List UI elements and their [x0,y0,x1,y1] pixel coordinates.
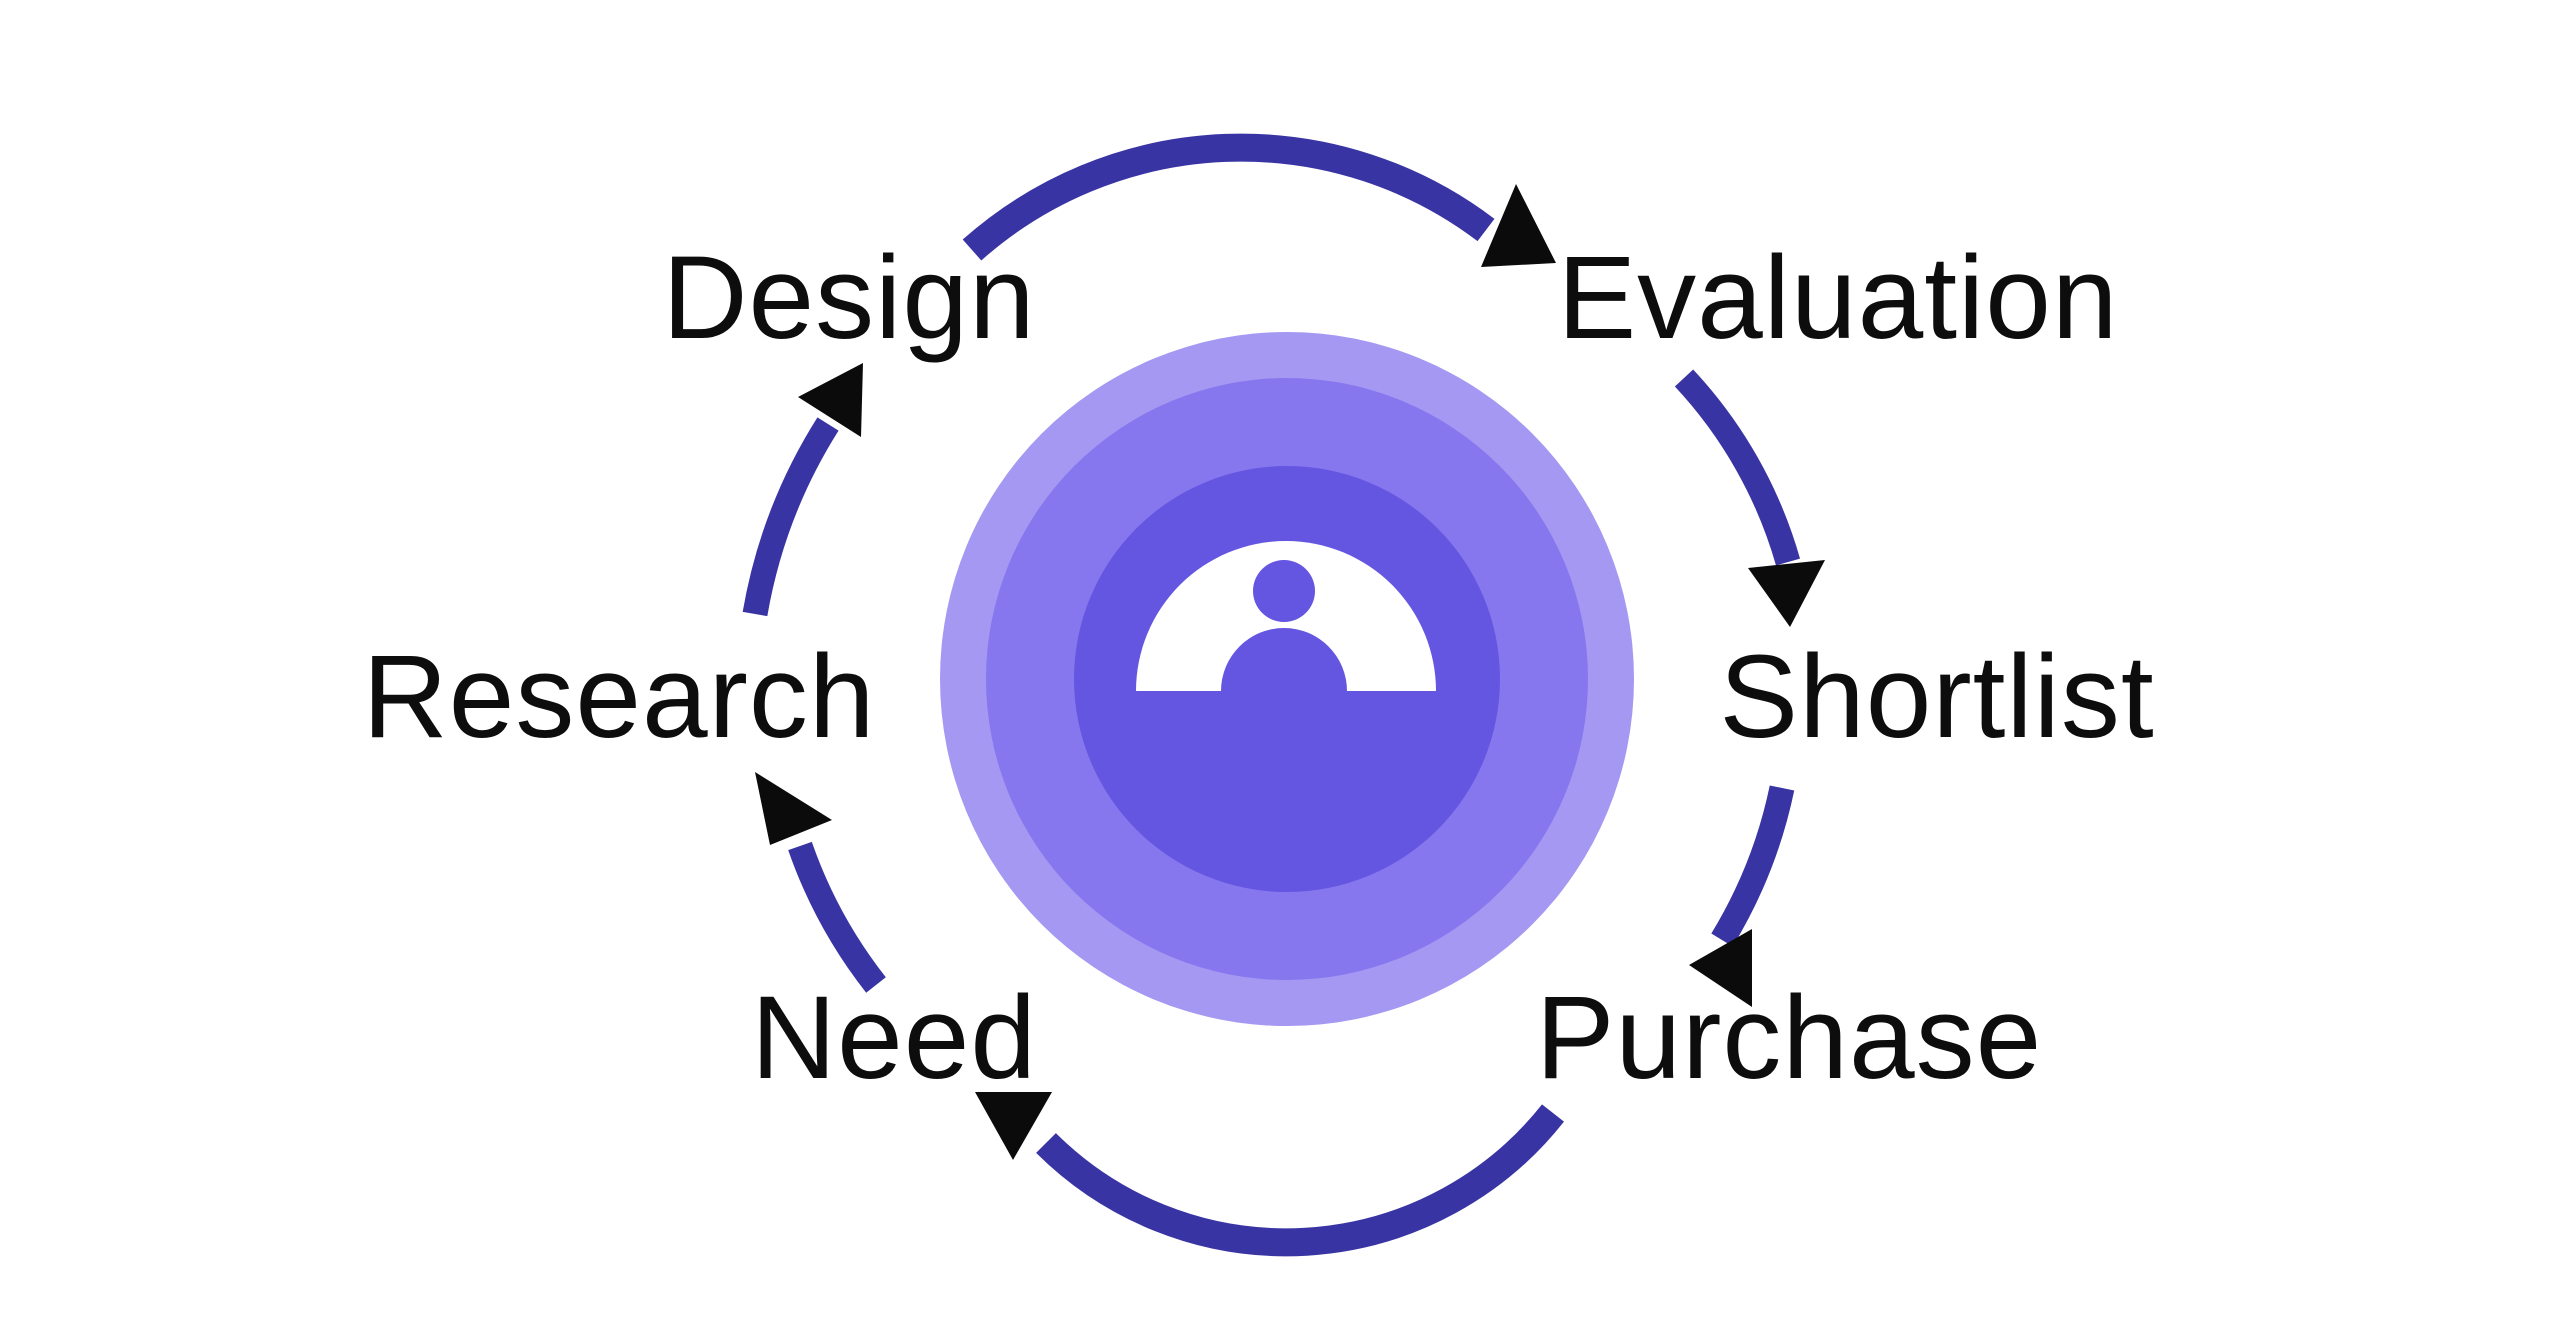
arrowhead-to-evaluation [1481,184,1556,267]
arrow-arc-purchase-to-need [1036,1104,1564,1257]
person-icon-shoulders [1221,628,1347,691]
arrow-arc-shortlist-to-purchase [1711,785,1795,947]
arrowhead-to-shortlist [1748,560,1825,627]
person-icon-head [1253,560,1315,622]
arrowhead-to-purchase [1689,929,1752,1007]
arrowhead-to-need [975,1092,1052,1160]
stage-label-evaluation: Evaluation [1557,232,2119,364]
arrow-arc-need-to-research [788,841,886,993]
stage-label-purchase: Purchase [1535,972,2043,1104]
stage-label-design: Design [662,232,1036,364]
arrow-arc-research-to-design [742,417,839,617]
arrowhead-to-research [755,772,832,845]
stage-label-need: Need [750,972,1038,1104]
stage-label-shortlist: Shortlist [1719,631,2155,763]
stage-label-research: Research [362,631,876,763]
arrowhead-to-design [798,363,863,437]
arrow-arc-evaluation-to-shortlist [1674,369,1801,566]
arrow-arc-design-to-evaluation [962,133,1495,261]
